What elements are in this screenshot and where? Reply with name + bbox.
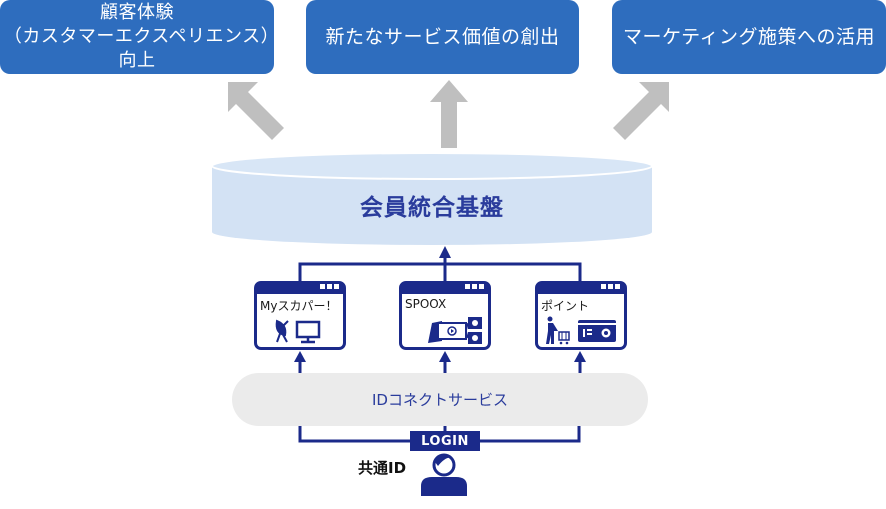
app-name: SPOOX [405,297,447,311]
app-3-icons [546,316,616,345]
user-icon [421,453,467,496]
arrow-up-left-icon [228,82,284,140]
platform-cylinder [211,152,653,245]
id-connect-service: IDコネクトサービス [232,373,648,426]
login-badge: LOGIN [410,431,480,451]
id-connect-service-label: IDコネクトサービス [372,391,508,409]
window-dots-icon [601,284,620,289]
arrow-to-app-3-icon [574,351,586,362]
goal-1-line1: 顧客体験 [100,2,174,23]
connector-apps-to-platform [298,256,582,282]
arrow-to-app-2-icon [439,351,451,362]
goal-3-line1: マーケティング施策への活用 [623,26,875,48]
app-1-icons [275,319,321,344]
shopper-cart-icon [546,316,570,345]
platform-label: 会員統合基盤 [360,195,504,221]
connector-idservice-to-apps [298,360,582,373]
video-thumbnails-icon [465,317,482,344]
app-window-spoox: SPOOX [399,281,491,350]
satellite-dish-icon [275,319,289,343]
arrow-up-icon [430,80,468,148]
window-dots-icon [465,284,484,289]
arrow-up-right-icon [613,82,669,140]
app-name: ポイント [541,299,590,313]
goal-2-line1: 新たなサービス価値の創出 [325,26,560,48]
goal-box-marketing: マーケティング施策への活用 [612,0,886,74]
app-2-icons [428,317,482,344]
monitor-icon [295,320,321,344]
goal-box-customer-experience: 顧客体験 （カスタマーエクスペリエンス）向上 [0,0,274,74]
smartphone-video-icon [428,321,467,343]
common-id-label: 共通ID [358,459,407,477]
arrow-to-platform-icon [439,246,451,258]
point-card-icon [578,320,616,342]
app-window-point: ポイント [535,281,627,350]
arrow-to-app-1-icon [294,351,306,362]
goal-1-line2: （カスタマーエクスペリエンス）向上 [3,26,271,71]
goal-box-new-service-value: 新たなサービス価値の創出 [306,0,579,74]
app-name: Myスカパー！ [260,299,338,313]
app-window-my-skyperfect: Myスカパー！ [254,281,346,350]
window-dots-icon [320,284,339,289]
